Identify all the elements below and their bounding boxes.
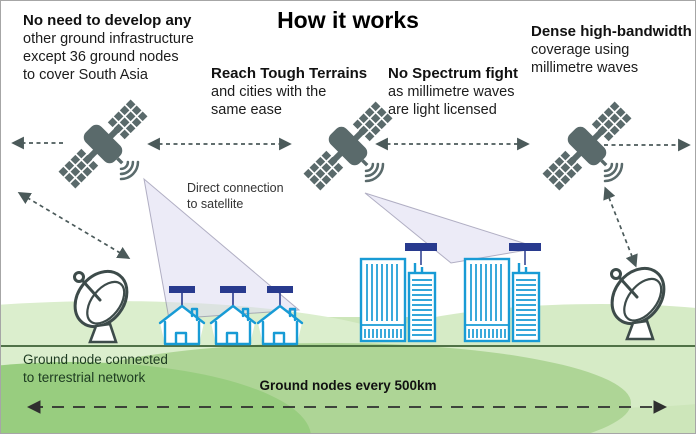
signal-beam-sat2-buildings [364,192,540,264]
ground [1,301,695,433]
dashed-arrow-sat3-dish2 [603,186,638,268]
buildings-icon-1 [359,241,439,343]
satellite-icon-right [537,96,654,213]
callout-heading: Reach Tough Terrains [211,65,368,82]
callout-spectrum: No Spectrum fight as millimetre waves ar… [388,65,518,120]
dashed-arrow-dish1-uplink [17,192,131,259]
direct-connection-label: Direct connection to satellite [187,181,284,212]
callout-body: as millimetre waves are light licensed [388,83,515,118]
callout-body: and cities with the same ease [211,83,327,118]
callout-heading: Dense high-bandwidth [531,23,692,40]
node-spacing-label: Ground nodes every 500km [259,378,437,393]
callout-terrains: Reach Tough Terrains and cities with the… [211,65,367,120]
callout-body: other ground infrastructure except 36 gr… [23,30,194,83]
ground-node-label: Ground node connected to terrestrial net… [23,352,168,385]
ground-hill [1,362,311,433]
callout-heading: No need to develop any [23,12,192,29]
callout-bandwidth: Dense high-bandwidth coverage using mill… [531,23,692,78]
callout-body: coverage using millimetre waves [531,41,639,76]
callout-heading: No Spectrum fight [388,65,518,82]
page-title: How it works [277,7,419,33]
callout-no-need: No need to develop any other ground infr… [23,12,194,85]
